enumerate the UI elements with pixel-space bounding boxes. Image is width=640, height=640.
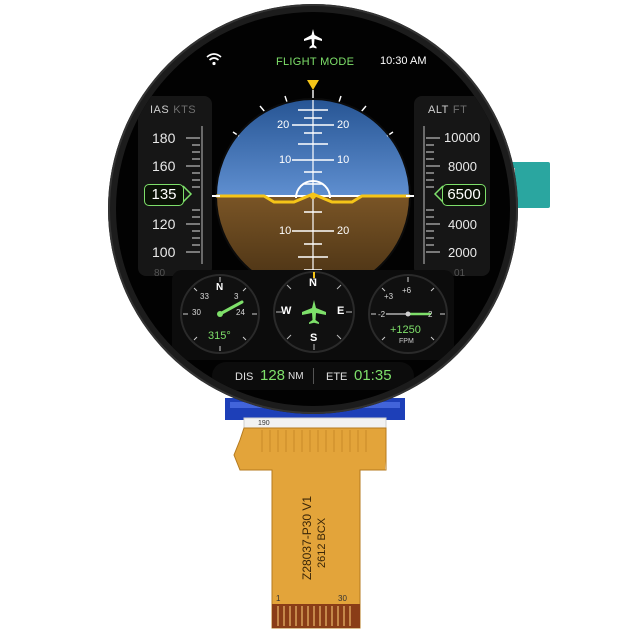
- airspeed-scale: [186, 126, 203, 264]
- wifi-icon: [206, 53, 222, 66]
- flex-pin-end: 30: [338, 594, 347, 603]
- flight-mode-label: FLIGHT MODE: [276, 56, 355, 68]
- heading-gauge: [180, 274, 260, 354]
- vsi-label-minus2: -2: [378, 310, 386, 319]
- flex-part-number: Z28037-P30 V1: [300, 495, 314, 580]
- altitude-scale: [423, 126, 440, 264]
- vsi-label-plus3: +3: [384, 292, 394, 301]
- altitude-tick-faded: 01: [454, 268, 466, 279]
- altitude-label-text: ALT: [428, 104, 449, 116]
- clock-time: 10:30 AM: [380, 55, 427, 67]
- heading-label-24: 24: [236, 308, 245, 317]
- flex-pin-top-label: 190: [258, 420, 270, 427]
- compass-east: E: [337, 305, 345, 317]
- vsi-value: +1250: [390, 324, 421, 336]
- altitude-tick-2000: 2000: [448, 245, 477, 260]
- distance-label: DIS: [235, 371, 254, 383]
- distance-value: 128: [260, 367, 286, 384]
- heading-north: N: [216, 282, 224, 293]
- compass-north: N: [309, 277, 317, 289]
- airspeed-label-text: IAS: [150, 104, 170, 116]
- pitch-label-down-10: 10: [279, 225, 292, 237]
- ete-label: ETE: [326, 371, 348, 383]
- vsi-label-2: 2: [428, 310, 433, 319]
- pitch-label-up-20-right: 20: [337, 119, 350, 131]
- pitch-label-up-10-right: 10: [337, 154, 350, 166]
- compass-airplane-icon: [302, 300, 326, 324]
- pitch-label-down-20: 20: [337, 225, 350, 237]
- compass-west: W: [281, 305, 292, 317]
- airspeed-tick-120: 120: [152, 216, 176, 232]
- heading-label-33: 33: [200, 292, 209, 301]
- airplane-icon: [304, 29, 322, 49]
- airspeed-readout-pointer: [183, 185, 193, 203]
- altitude-tick-4000: 4000: [448, 217, 477, 232]
- compass-rose: [273, 271, 355, 353]
- ete-value: 01:35: [354, 367, 392, 384]
- compass-south: S: [310, 332, 318, 344]
- bottom-bar-divider: [313, 368, 314, 384]
- airspeed-tick-160: 160: [152, 158, 176, 174]
- vsi-unit: FPM: [399, 338, 414, 345]
- vsi-label-plus6: +6: [402, 286, 412, 295]
- airspeed-readout: 135: [144, 184, 184, 206]
- airspeed-tick-180: 180: [152, 130, 176, 146]
- flex-batch-code: 2612 BCX: [316, 517, 328, 568]
- altitude-tick-8000: 8000: [448, 159, 477, 174]
- pitch-label-up-10-left: 10: [279, 154, 292, 166]
- heading-value: 315°: [208, 330, 231, 342]
- attitude-indicator: [202, 80, 424, 294]
- altitude-unit: FT: [452, 104, 468, 116]
- airspeed-tick-100: 100: [152, 244, 176, 260]
- altitude-readout: 6500: [442, 184, 486, 206]
- display-screen: 20 20 10 10 10 20 FLIGHT MODE 10:30 AM I…: [116, 12, 510, 406]
- heading-label-30: 30: [192, 308, 201, 317]
- heading-label-3: 3: [234, 292, 239, 301]
- vsi-gauge: [368, 274, 448, 354]
- altitude-tick-10000: 10000: [444, 130, 481, 145]
- pitch-label-up-20-left: 20: [277, 119, 290, 131]
- altitude-readout-pointer: [433, 185, 443, 203]
- airspeed-tick-faded: 80: [154, 268, 166, 279]
- airspeed-unit: KTS: [173, 104, 197, 116]
- distance-unit: NM: [288, 371, 304, 382]
- flex-pin-start: 1: [276, 594, 281, 603]
